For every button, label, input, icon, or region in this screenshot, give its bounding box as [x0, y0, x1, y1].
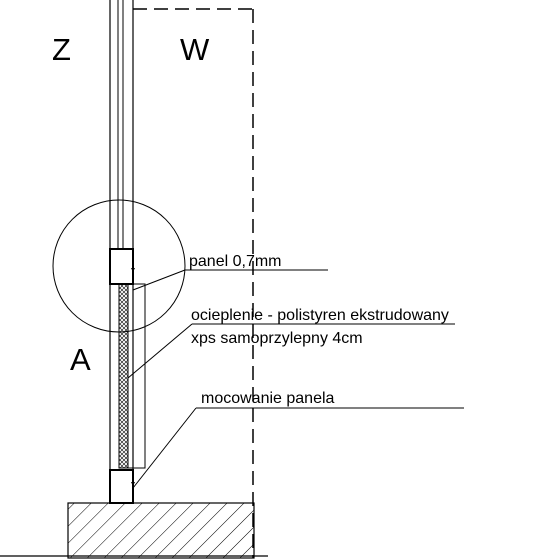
fixing-marks — [131, 260, 135, 486]
insulation-annotation-line2: xps samoprzylepny 4cm — [191, 330, 363, 347]
leader-panel — [132, 269, 328, 291]
detail-label-a: A — [70, 342, 91, 377]
insulation-board — [118, 283, 129, 469]
panel-annotation: panel 0,7mm — [189, 253, 282, 270]
zone-label-z: Z — [52, 32, 71, 67]
zone-label-w: W — [180, 32, 210, 67]
lower-panel-profile — [109, 469, 134, 504]
upper-panel-profile — [109, 248, 134, 285]
leader-fixing — [132, 407, 464, 489]
leader-insulation — [127, 323, 455, 379]
foundation-block — [67, 502, 255, 559]
insulation-annotation-line1: ocieplenie - polistyren ekstrudowany — [191, 307, 449, 324]
dashed-wall-outline — [133, 8, 254, 558]
panel-sheet — [127, 283, 146, 469]
detail-circle — [52, 199, 186, 333]
fixing-annotation: mocowanie panela — [201, 390, 335, 407]
